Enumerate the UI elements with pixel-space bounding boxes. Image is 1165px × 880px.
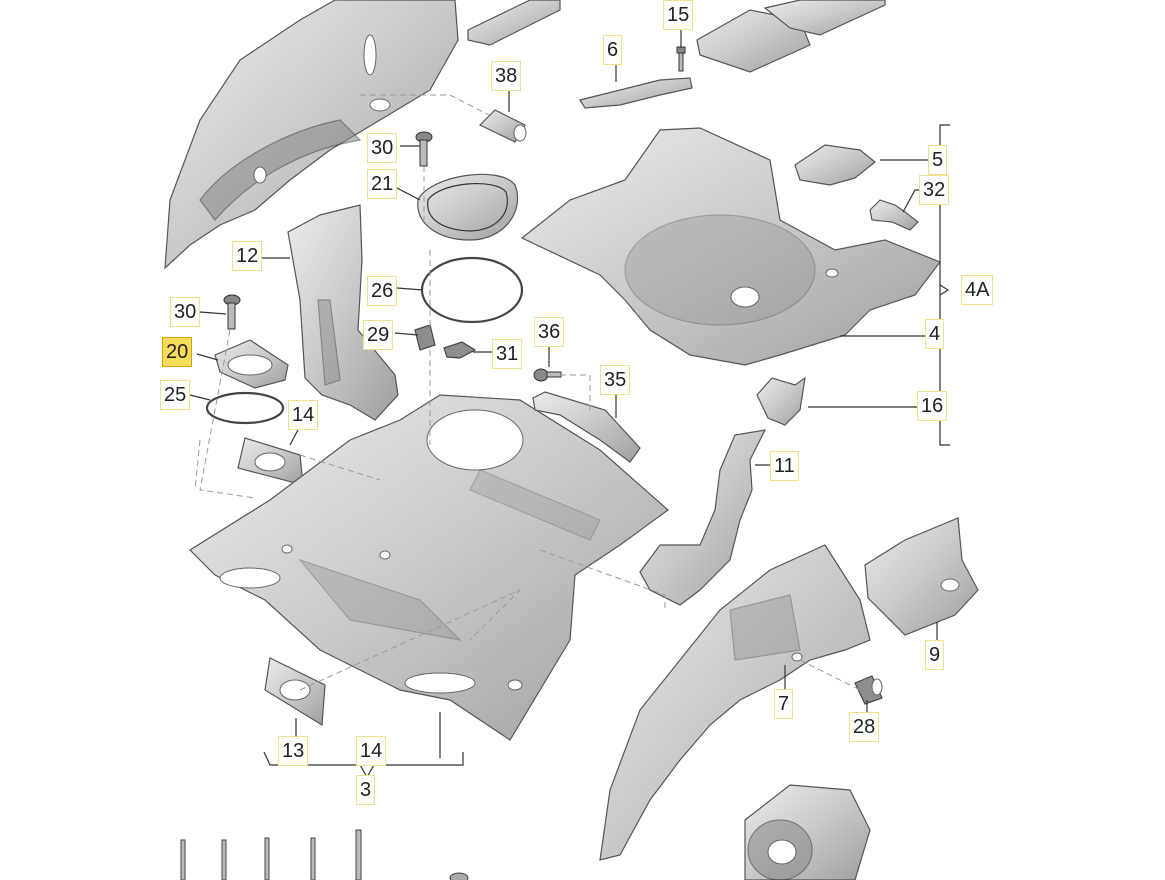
- callout-30-lower[interactable]: 30: [170, 297, 201, 327]
- part-36-bolt: [533, 368, 562, 382]
- part-insulation-mats: [696, 0, 886, 73]
- callout-9[interactable]: 9: [925, 640, 945, 670]
- callout-11[interactable]: 11: [770, 451, 799, 481]
- callout-21[interactable]: 21: [367, 169, 398, 199]
- callout-36[interactable]: 36: [534, 317, 565, 347]
- leader-lines: [189, 27, 950, 779]
- part-6-bracket: [579, 77, 693, 109]
- part-28-bushing: [854, 675, 883, 705]
- callout-14-upper[interactable]: 14: [288, 400, 319, 430]
- callout-32[interactable]: 32: [919, 175, 950, 205]
- part-15-screw: [676, 46, 686, 72]
- callout-4A[interactable]: 4A: [961, 275, 994, 305]
- callout-15[interactable]: 15: [663, 0, 694, 30]
- callout-14-lower[interactable]: 14: [356, 736, 387, 766]
- callout-25[interactable]: 25: [160, 380, 191, 410]
- callout-6[interactable]: 6: [603, 35, 623, 65]
- callout-38[interactable]: 38: [491, 61, 522, 91]
- callout-26[interactable]: 26: [367, 276, 398, 306]
- part-speaker-box: [744, 784, 871, 880]
- part-21-cover: [417, 173, 519, 241]
- part-11-pillar: [639, 429, 767, 606]
- callout-31[interactable]: 31: [492, 339, 523, 369]
- part-14-plate-upper: [237, 437, 304, 486]
- part-5-cover: [794, 144, 876, 186]
- part-13-plate-lower: [264, 657, 326, 727]
- part-12-pillar: [287, 204, 399, 421]
- part-7-wheelhouse-right: [599, 544, 871, 861]
- callout-7[interactable]: 7: [774, 689, 794, 719]
- part-30-screw-lower: [223, 294, 241, 330]
- part-31-block: [443, 341, 477, 359]
- callout-5[interactable]: 5: [928, 145, 948, 175]
- assembly-lines: [194, 94, 861, 691]
- callout-13[interactable]: 13: [278, 736, 309, 766]
- part-35-bracket: [532, 391, 641, 463]
- callout-30-upper[interactable]: 30: [367, 133, 398, 163]
- callout-12[interactable]: 12: [232, 241, 263, 271]
- callout-16[interactable]: 16: [917, 391, 948, 421]
- callout-28[interactable]: 28: [849, 712, 880, 742]
- callout-4[interactable]: 4: [925, 319, 945, 349]
- part-25-gasket: [205, 391, 285, 425]
- callout-20-highlighted[interactable]: 20: [162, 337, 193, 367]
- part-30-screw-upper: [415, 131, 433, 167]
- part-20-plate: [214, 339, 289, 389]
- part-3-floor-pan: [189, 394, 669, 741]
- part-9-crossmember: [864, 517, 979, 636]
- part-top-strip: [467, 0, 561, 46]
- part-26-ring: [420, 256, 524, 324]
- part-32-bracket: [869, 199, 919, 231]
- part-4-spare-wheel-well: [520, 127, 941, 366]
- part-38-sleeve: [478, 109, 527, 143]
- callout-35[interactable]: 35: [600, 365, 631, 395]
- callout-29[interactable]: 29: [363, 320, 394, 350]
- callout-3[interactable]: 3: [356, 775, 376, 805]
- part-16-bracket: [756, 376, 806, 426]
- part-29-clip: [414, 324, 436, 351]
- part-rods: [180, 829, 469, 880]
- part-wheelhouse-left: [164, 0, 459, 270]
